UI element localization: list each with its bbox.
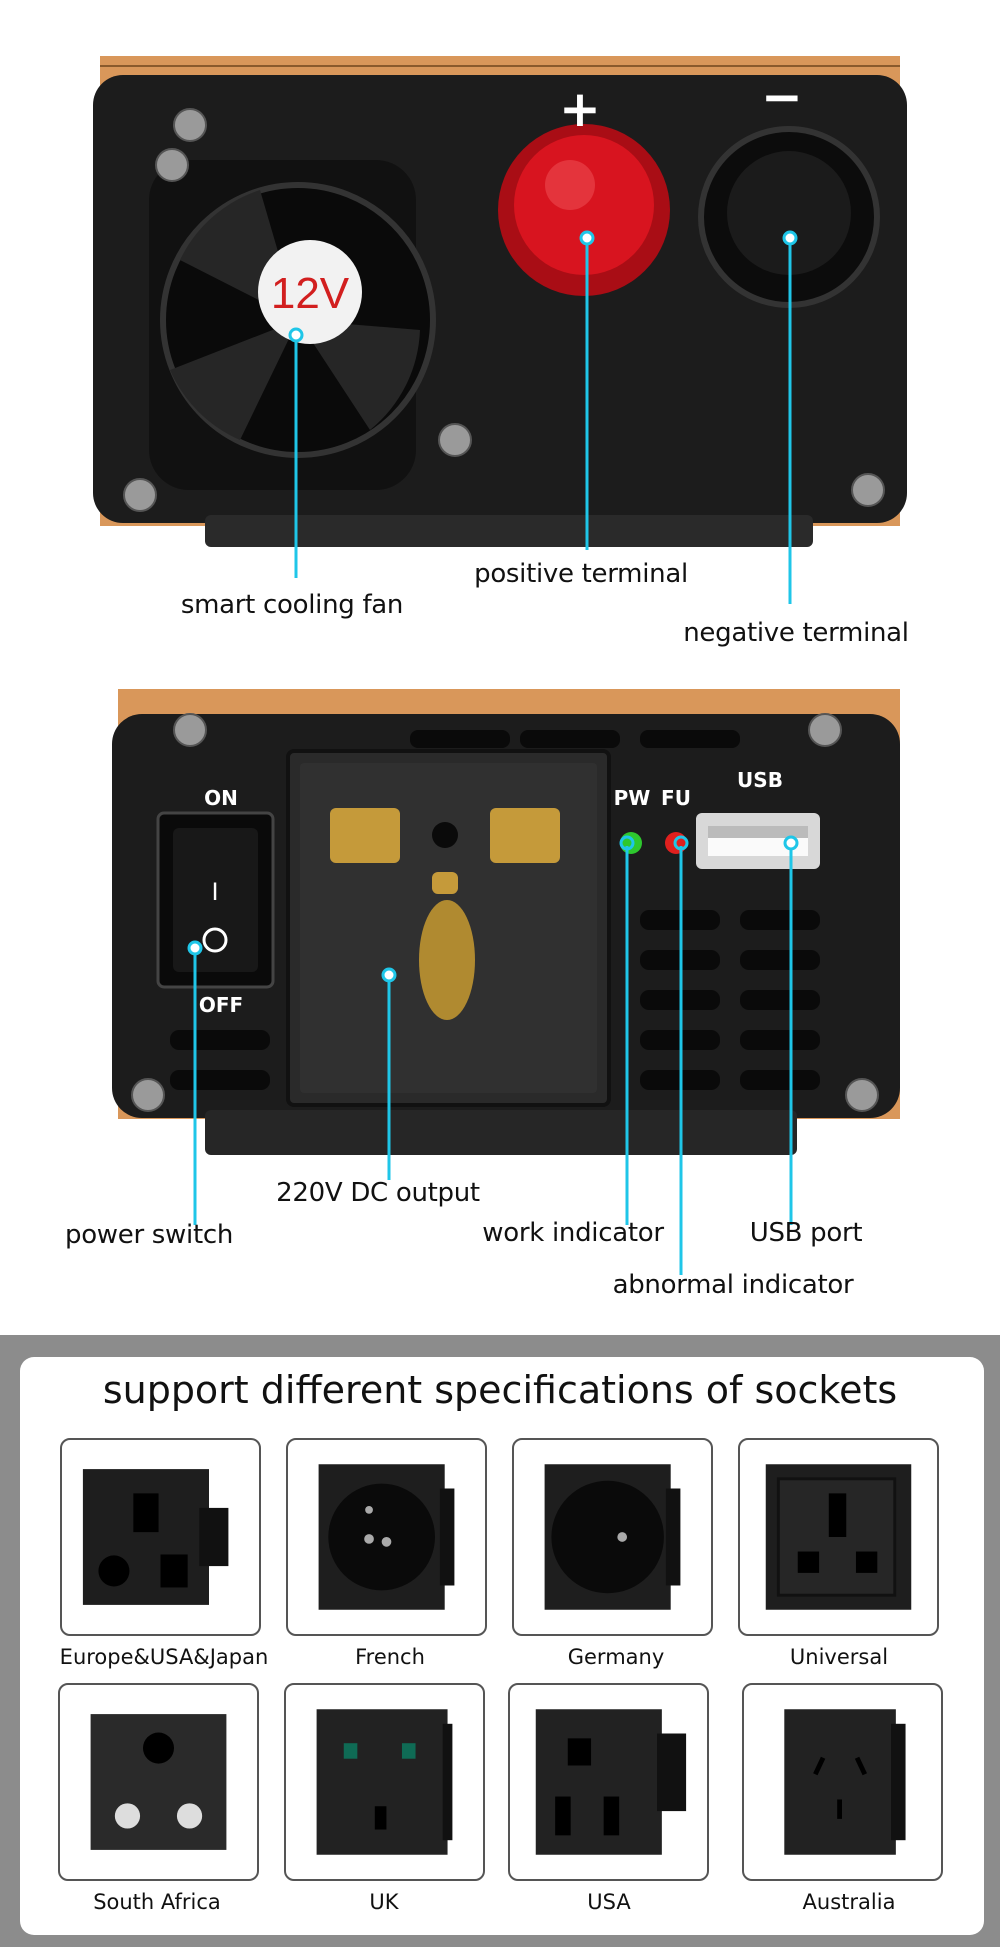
socket-label: Germany bbox=[567, 1645, 665, 1669]
usb-text-label: USB bbox=[737, 768, 783, 792]
sockets-title: support different specifications of sock… bbox=[102, 1368, 898, 1412]
work-callout-label: work indicator bbox=[482, 1218, 664, 1248]
fan-callout-label: smart cooling fan bbox=[180, 590, 404, 620]
inverter-back-panel: ON I OFF PW FU USB bbox=[112, 689, 900, 1275]
pw-label: PW bbox=[614, 786, 651, 810]
negative-callout-label: negative terminal bbox=[683, 618, 909, 648]
switch-on-label: ON bbox=[204, 786, 238, 810]
mount-bracket bbox=[205, 515, 813, 547]
socket-image-europe-usa-japan bbox=[60, 1438, 261, 1636]
callout-lines bbox=[288, 230, 798, 604]
socket-label: Europe&USA&Japan bbox=[59, 1645, 269, 1669]
socket-image-uk bbox=[284, 1683, 485, 1881]
mount-bracket bbox=[205, 1110, 797, 1155]
switch-callout-label: power switch bbox=[64, 1220, 234, 1250]
fan-voltage: 12V bbox=[271, 269, 350, 318]
top-vents bbox=[410, 730, 740, 748]
screw-icon bbox=[123, 108, 885, 512]
positive-callout-label: positive terminal bbox=[474, 559, 688, 589]
switch-i-mark: I bbox=[211, 878, 218, 906]
socket-image-universal bbox=[738, 1438, 939, 1636]
positive-terminal bbox=[498, 124, 670, 296]
socket-label: French bbox=[355, 1645, 425, 1669]
usb-callout-label: USB port bbox=[749, 1218, 863, 1248]
cooling-fan: 12V bbox=[149, 160, 436, 490]
inverter-front-panel: 12V + − bbox=[93, 56, 907, 604]
switch-o-mark bbox=[202, 927, 228, 953]
socket-label: UK bbox=[369, 1890, 399, 1914]
screw-icon bbox=[131, 713, 879, 1112]
positive-symbol: + bbox=[559, 80, 601, 138]
power-switch: I bbox=[156, 811, 275, 989]
switch-off-label: OFF bbox=[199, 993, 243, 1017]
socket-image-australia bbox=[742, 1683, 943, 1881]
abnormal-callout-label: abnormal indicator bbox=[612, 1270, 854, 1300]
socket-image-germany bbox=[512, 1438, 713, 1636]
negative-symbol: − bbox=[761, 68, 803, 126]
socket-image-south-africa bbox=[58, 1683, 259, 1881]
socket-image-french bbox=[286, 1438, 487, 1636]
ac-output-socket bbox=[286, 749, 611, 1107]
socket-image-usa bbox=[508, 1683, 709, 1881]
fan-hub-sticker bbox=[258, 240, 362, 344]
fu-label: FU bbox=[661, 786, 691, 810]
callout-lines bbox=[187, 835, 799, 1275]
socket-label: Australia bbox=[802, 1890, 896, 1914]
product-illustration: 12V + − ON bbox=[93, 56, 907, 1275]
socket-label: South Africa bbox=[93, 1890, 221, 1914]
socket-label: Universal bbox=[789, 1645, 889, 1669]
usb-port bbox=[696, 813, 820, 869]
output-callout-label: 220V DC output bbox=[276, 1178, 480, 1208]
socket-label: USA bbox=[587, 1890, 631, 1914]
work-indicator-led bbox=[620, 832, 642, 854]
